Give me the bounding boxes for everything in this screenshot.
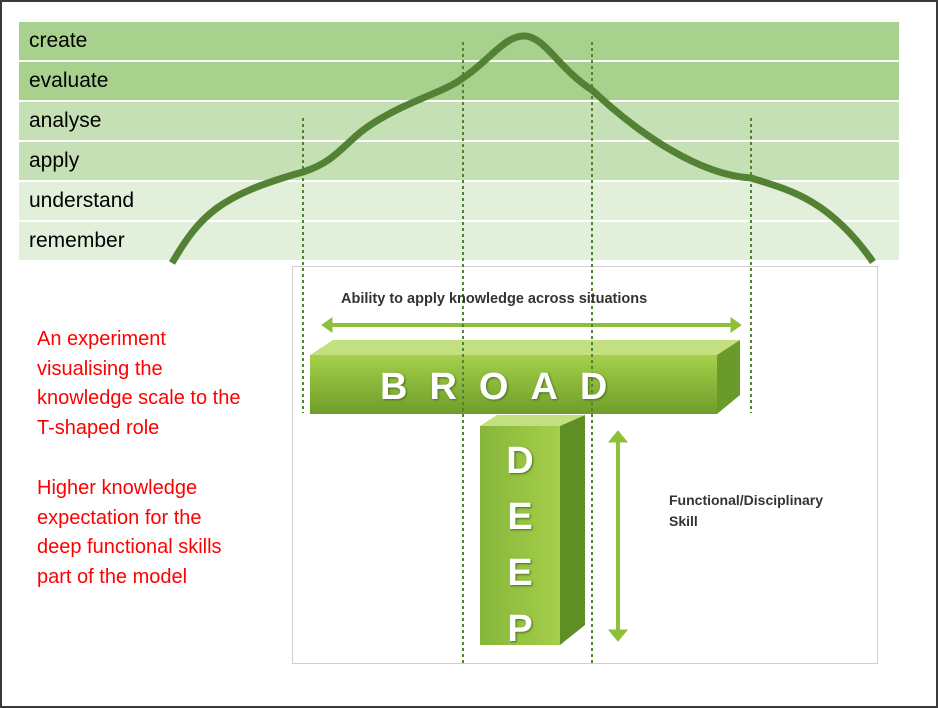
level-evaluate: evaluate xyxy=(19,62,899,100)
note-line: expectation for the xyxy=(37,506,202,529)
deep-letter: P xyxy=(507,608,533,650)
note-line: Higher knowledge xyxy=(37,477,198,499)
deep-letter: D xyxy=(506,440,534,482)
deep-arrow xyxy=(607,430,629,642)
deep-letter: E xyxy=(507,496,533,538)
note-line: visualising the xyxy=(37,357,163,380)
deep-bar xyxy=(480,415,585,645)
deep-caption: Functional/Disciplinary Skill xyxy=(669,490,823,532)
broad-label: BROAD xyxy=(380,366,630,408)
knowledge-curve xyxy=(168,32,876,265)
level-create: create xyxy=(19,22,899,60)
note-deep-expectation: Higher knowledge expectation for the dee… xyxy=(37,474,222,592)
level-apply: apply xyxy=(19,142,899,180)
level-analyse: analyse xyxy=(19,102,899,140)
note-line: T-shaped role xyxy=(37,416,160,439)
broad-bar xyxy=(310,340,740,414)
deep-letter: E xyxy=(507,552,533,594)
note-line: part of the model xyxy=(37,565,188,588)
deep-caption-line: Functional/Disciplinary xyxy=(669,492,824,508)
note-line: An experiment xyxy=(37,328,166,350)
note-line: knowledge scale to the xyxy=(37,387,241,409)
broad-arrow xyxy=(321,317,742,333)
broad-caption: Ability to apply knowledge across situat… xyxy=(341,291,648,307)
deep-caption-line: Skill xyxy=(669,513,698,529)
guide-lines xyxy=(302,42,752,665)
note-line: deep functional skills xyxy=(37,536,222,558)
deep-label: D E E P xyxy=(500,433,540,657)
note-experiment: An experiment visualising the knowledge … xyxy=(37,325,240,443)
level-understand: understand xyxy=(19,182,899,220)
level-remember: remember xyxy=(19,222,899,260)
